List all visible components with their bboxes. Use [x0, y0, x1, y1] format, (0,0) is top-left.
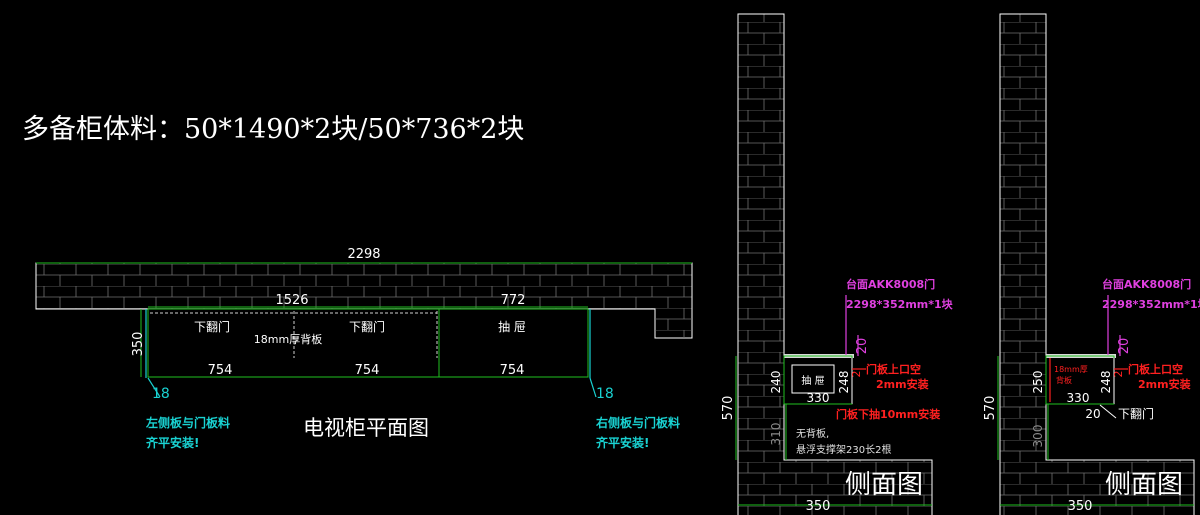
side1-dim-350: 350	[806, 499, 831, 514]
side1-dim-248: 248	[837, 371, 851, 394]
side2-dim-330: 330	[1067, 391, 1090, 405]
back-panel-label: 18mm厚背板	[254, 332, 322, 346]
side2-dim-350: 350	[1068, 499, 1093, 514]
left-18: 18	[152, 386, 170, 402]
left-18-tick	[147, 377, 161, 398]
plan-view: 2298 1526 772 350 下翻门 下翻门 抽 屉 18mm厚背板 75…	[35, 247, 693, 450]
side2-back-note-2: 背板	[1056, 375, 1072, 385]
side2-caption: 侧面图	[1105, 470, 1183, 500]
side1-no-back-1: 无背板,	[796, 427, 829, 440]
flip-door-label-2: 下翻门	[349, 319, 385, 334]
side2-flip-leader	[1099, 404, 1117, 419]
side2-dim-20: 20	[1117, 338, 1132, 355]
side2-wall-outline	[999, 13, 1195, 515]
drawer-label: 抽 屉	[498, 320, 526, 334]
side1-door-note-2: 2298*352mm*1块	[846, 297, 954, 311]
side1-dim-330: 330	[807, 391, 830, 405]
side1-dim-310: 310	[769, 423, 783, 446]
wall-strip	[36, 263, 692, 309]
material-title: 多备柜体料：50*1490*2块/50*736*2块	[22, 114, 524, 145]
side1-wall-outline	[737, 13, 933, 515]
right-18: 18	[596, 386, 614, 402]
side2-dim-248: 248	[1099, 371, 1113, 394]
side1-dim-2: 2	[850, 371, 863, 378]
side1-gap-note-1: 门板上口空	[866, 362, 921, 376]
dim-754-a: 754	[208, 363, 233, 378]
side2-gap-note-2: 2mm安装	[1138, 377, 1191, 391]
side2-dim-570: 570	[983, 396, 998, 421]
right-note-1: 右侧板与门板料	[595, 415, 680, 430]
side1-door-note-1: 台面AKK8008门	[846, 277, 935, 291]
side1-dim-570: 570	[721, 396, 736, 421]
side1-drawer-note: 门板下抽10mm安装	[836, 407, 940, 421]
plan-caption: 电视柜平面图	[303, 416, 429, 440]
side2-door-note-1: 台面AKK8008门	[1102, 277, 1191, 291]
side2-flip-label: 下翻门	[1118, 406, 1154, 421]
wall-notch-brick	[655, 309, 692, 338]
dim-772: 772	[501, 293, 526, 308]
side1-no-back-2: 悬浮支撑架230长2根	[796, 443, 891, 456]
side1-dim-20: 20	[855, 338, 870, 355]
side2-dim-250: 250	[1031, 371, 1045, 394]
side2-door-note-2: 2298*352mm*1块	[1102, 297, 1200, 311]
flip-door-label-1: 下翻门	[194, 319, 230, 334]
side1-wall-brick	[738, 14, 784, 515]
side1-gap-note-2: 2mm安装	[876, 377, 929, 391]
dim-754-c: 754	[500, 363, 525, 378]
dim-754-b: 754	[355, 363, 380, 378]
side2-dim-300: 300	[1031, 425, 1045, 448]
side1-dim-240: 240	[769, 371, 783, 394]
side1-floor-brick	[784, 460, 932, 515]
dim-350: 350	[131, 332, 146, 357]
side2-dim-2: 2	[1112, 371, 1125, 378]
left-note-2: 齐平安装!	[146, 435, 199, 450]
side-view-1: 抽 屉 台面AKK8008门 2298*352mm*1块 20 2 门板上口空 …	[721, 13, 954, 515]
dim-2298: 2298	[347, 247, 380, 262]
side2-wall-brick	[1000, 14, 1046, 515]
side1-caption: 侧面图	[845, 470, 923, 500]
side1-drawer-label: 抽 屉	[801, 374, 824, 387]
right-18-tick	[589, 377, 597, 398]
side2-floor-brick	[1046, 460, 1194, 515]
right-note-2: 齐平安装!	[596, 435, 649, 450]
left-note-1: 左侧板与门板料	[145, 415, 230, 430]
side2-back-note-1: 18mm厚	[1054, 365, 1088, 374]
side1-drawer-box	[791, 364, 835, 394]
side-view-2: 台面AKK8008门 2298*352mm*1块 20 2 门板上口空 2mm安…	[983, 13, 1200, 515]
dim-1526: 1526	[275, 293, 308, 308]
side2-gap-note-1: 门板上口空	[1128, 362, 1183, 376]
side2-dim-20b: 20	[1085, 407, 1100, 421]
